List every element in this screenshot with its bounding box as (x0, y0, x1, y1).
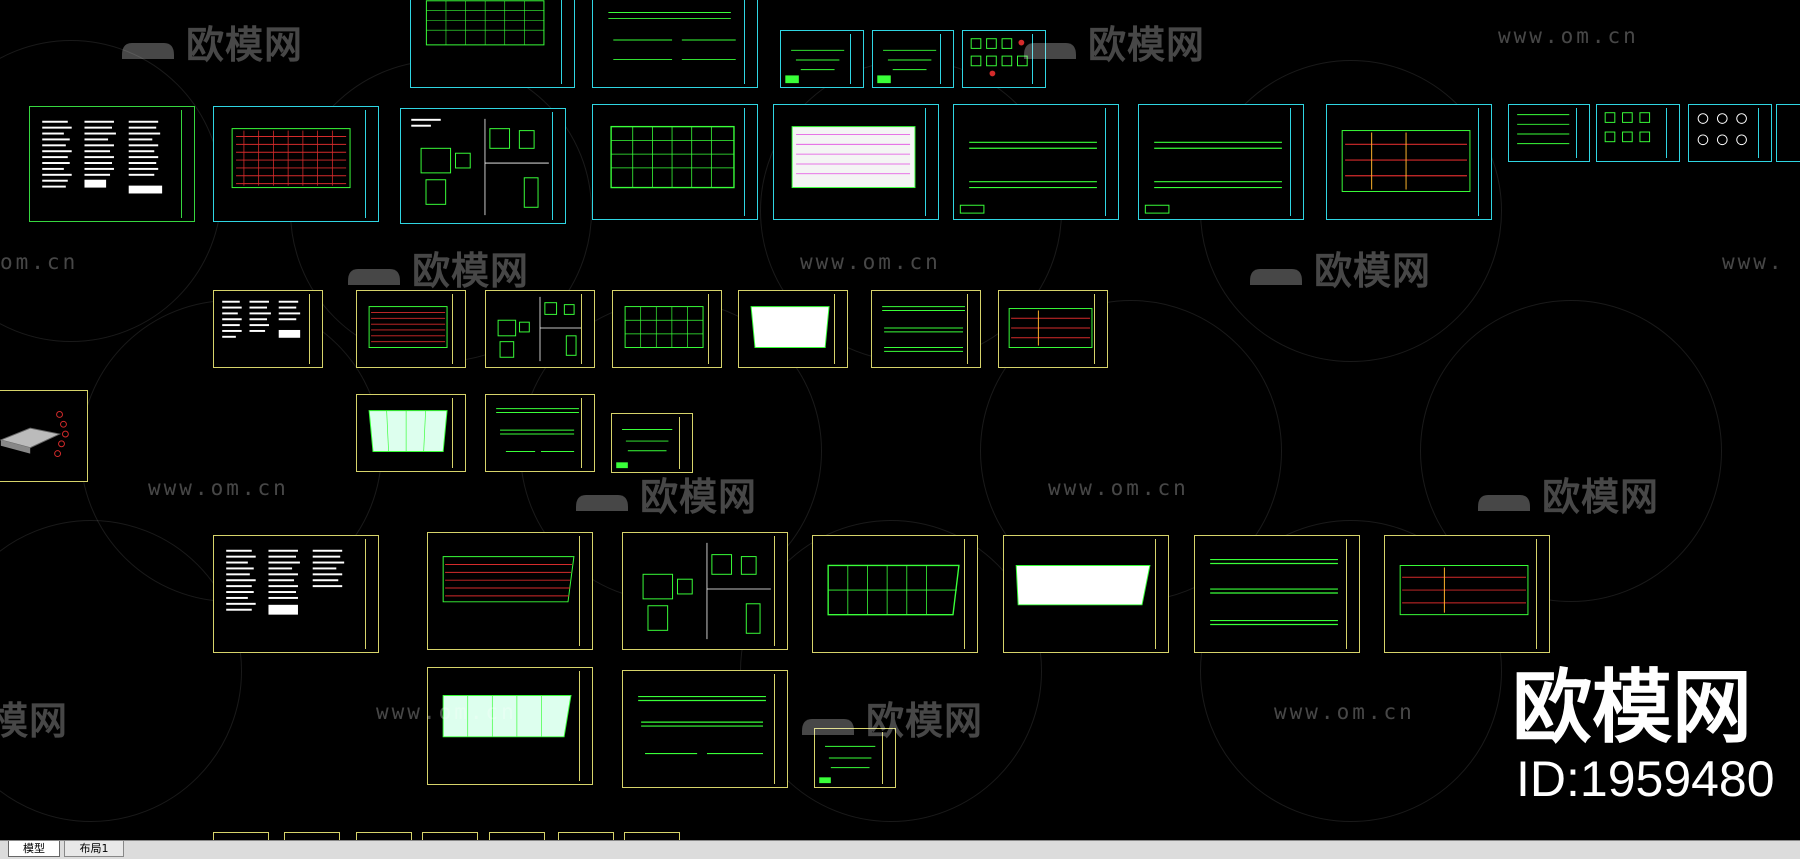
drawing-sheet[interactable] (356, 394, 466, 472)
layout-tab-bar: 模型 布局1 (0, 840, 1800, 859)
drawing-sheet[interactable] (871, 290, 981, 368)
drawing-sheet[interactable] (738, 290, 848, 368)
drawing-sheet[interactable] (213, 290, 323, 368)
drawing-sheet[interactable] (356, 832, 412, 840)
drawing-sheet[interactable] (1776, 104, 1800, 162)
drawing-sheet[interactable] (814, 728, 896, 788)
drawing-sheet[interactable] (489, 832, 545, 840)
watermark-logo: 欧模网 (572, 466, 757, 521)
brand-id: ID:1959480 (1516, 751, 1775, 807)
drawing-sheet[interactable] (1003, 535, 1169, 653)
drawing-sheet[interactable] (622, 532, 788, 650)
tab-layout1[interactable]: 布局1 (64, 841, 124, 857)
watermark-url: www.om.cn (800, 250, 941, 274)
drawing-sheet[interactable] (624, 832, 680, 840)
drawing-sheet[interactable] (612, 290, 722, 368)
drawing-sheet[interactable] (427, 667, 593, 785)
drawing-sheet[interactable] (812, 535, 978, 653)
drawing-sheet[interactable] (1596, 104, 1680, 162)
watermark-logo: 欧模网 (344, 240, 529, 295)
drawing-sheet[interactable] (558, 832, 614, 840)
drawing-sheet[interactable] (400, 108, 566, 224)
watermark-url: www.om.cn (1274, 700, 1415, 724)
drawing-sheet[interactable] (485, 290, 595, 368)
watermark-logo: 欧模网 (118, 14, 303, 69)
drawing-sheet[interactable] (410, 0, 575, 88)
watermark-url: www.om.cn (1498, 24, 1639, 48)
model-space-canvas[interactable]: 欧模网 欧模网 www.om.cn om.cn 欧模网 www.om.cn 欧模… (0, 0, 1800, 840)
watermark-logo: 欧模网 (1474, 466, 1659, 521)
drawing-sheet[interactable] (284, 832, 340, 840)
drawing-sheet[interactable] (953, 104, 1119, 220)
drawing-sheet[interactable] (780, 30, 864, 88)
drawing-sheet[interactable] (0, 390, 88, 482)
drawing-sheet[interactable] (213, 106, 379, 222)
drawing-sheet[interactable] (356, 290, 466, 368)
drawing-sheet[interactable] (1508, 104, 1590, 162)
drawing-sheet[interactable] (622, 670, 788, 788)
drawing-sheet[interactable] (485, 394, 595, 472)
drawing-sheet[interactable] (998, 290, 1108, 368)
drawing-sheet[interactable] (773, 104, 939, 220)
drawing-sheet[interactable] (1194, 535, 1360, 653)
drawing-sheet[interactable] (872, 30, 954, 88)
brand-title: 欧模网 (1512, 661, 1752, 754)
drawing-sheet[interactable] (962, 30, 1046, 88)
watermark-logo: 欧模网 (1020, 14, 1205, 69)
watermark-circle (0, 520, 242, 822)
drawing-sheet[interactable] (1326, 104, 1492, 220)
watermark-url: om.cn (0, 250, 79, 274)
drawing-sheet[interactable] (427, 532, 593, 650)
drawing-sheet[interactable] (1688, 104, 1772, 162)
drawing-sheet[interactable] (592, 0, 758, 88)
watermark-logo: 欧模网 (1246, 240, 1431, 295)
watermark-url: www. (1722, 250, 1785, 274)
drawing-sheet[interactable] (213, 832, 269, 840)
watermark-url: www.om.cn (1048, 476, 1189, 500)
watermark-logo: 模网 (0, 699, 69, 743)
drawing-sheet[interactable] (29, 106, 195, 222)
drawing-sheet[interactable] (592, 104, 758, 220)
drawing-sheet[interactable] (611, 413, 693, 473)
tab-model[interactable]: 模型 (8, 841, 60, 857)
drawing-sheet[interactable] (422, 832, 478, 840)
watermark-url: www.om.cn (148, 476, 289, 500)
drawing-sheet[interactable] (213, 535, 379, 653)
drawing-sheet[interactable] (1384, 535, 1550, 653)
drawing-sheet[interactable] (1138, 104, 1304, 220)
